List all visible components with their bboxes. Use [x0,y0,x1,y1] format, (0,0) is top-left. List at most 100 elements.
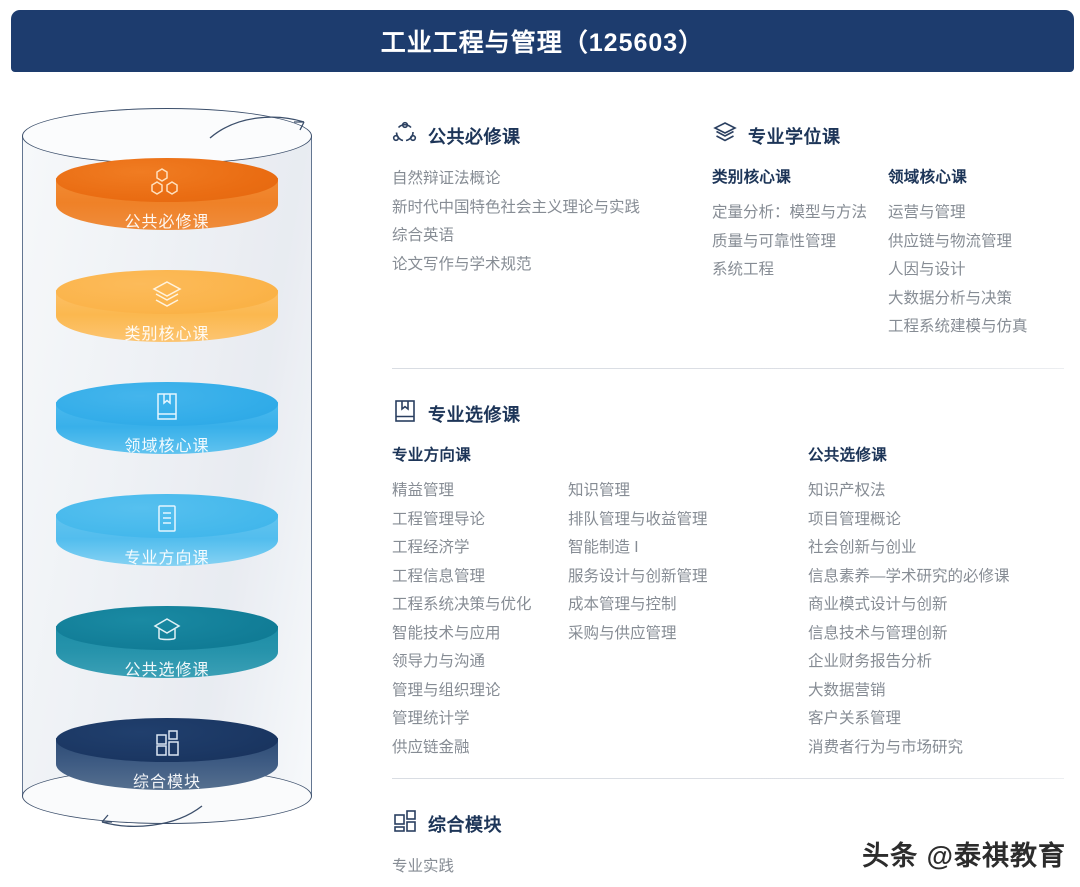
course-item: 供应链金融 [392,738,470,756]
course-item: 综合英语 [392,227,455,244]
section-title: 专业学位课 [748,126,841,147]
section-title: 公共必修课 [428,126,521,147]
course-list: 运营与管理 供应链与物流管理 人因与设计 大数据分析与决策 工程系统建模与仿真 [888,199,1064,342]
course-item: 商业模式设计与创新 [808,596,948,613]
course-item: 消费者行为与市场研究 [808,738,964,756]
honeycomb-icon [56,166,278,205]
section-professional-elective: 专业选修课 专业方向课 精益管理 工程管理导论 工程经济学 工程信息管理 工程系… [392,398,1064,762]
course-item: 客户关系管理 [808,710,902,727]
course-item: 智能制造 I [568,539,639,556]
course-item: 企业财务报告分析 [808,653,933,670]
elective-columns: 专业方向课 精益管理 工程管理导论 工程经济学 工程信息管理 工程系统决策与优化… [392,443,1064,762]
course-item: 工程信息管理 [392,567,486,585]
course-item: 知识管理 [568,482,631,499]
course-item: 定量分析：模型与方法 [712,204,868,221]
group-title: 领域核心课 [888,169,968,186]
course-item: 大数据分析与决策 [888,289,1013,307]
section-comprehensive: 综合模块 专业实践 [392,808,792,882]
section-header: 公共必修课 [392,120,702,151]
cylinder-layer-label: 公共选修课 [124,662,210,679]
course-item: 工程管理导论 [392,510,486,528]
elective-group-public-elective: 公共选修课 知识产权法 项目管理概论 社会创新与创业 信息素养—学术研究的必修课… [808,443,1064,762]
section-header: 专业选修课 [392,398,1064,429]
cylinder-layer-label: 公共必修课 [124,214,210,231]
direction-subcolumns: 精益管理 工程管理导论 工程经济学 工程信息管理 工程系统决策与优化 智能技术与… [392,477,808,762]
course-item: 信息素养—学术研究的必修课 [808,567,1010,585]
course-item: 成本管理与控制 [568,596,677,613]
cylinder-layer-label: 专业方向课 [124,550,210,567]
watermark: 头条 @泰祺教育 [862,841,1066,871]
section-title: 综合模块 [428,814,502,835]
course-item: 新时代中国特色社会主义理论与实践 [392,198,641,216]
course-item: 社会创新与创业 [808,539,917,556]
cylinder-layer-public-elective[interactable]: 公共选修课 [56,606,278,698]
section-professional-degree: 专业学位课 类别核心课 定量分析：模型与方法 质量与可靠性管理 系统工程 领域核… [712,120,1064,342]
section-header: 专业学位课 [712,120,1064,151]
course-item: 质量与可靠性管理 [712,232,837,250]
group-title: 类别核心课 [712,169,792,186]
cylinder-body [22,136,312,796]
grid-icon [56,726,278,765]
course-list: 知识产权法 项目管理概论 社会创新与创业 信息素养—学术研究的必修课 商业模式设… [808,477,1064,762]
section-title: 专业选修课 [428,404,521,425]
course-list: 知识管理 排队管理与收益管理 智能制造 I 服务设计与创新管理 成本管理与控制 … [568,477,798,762]
layers-icon [712,120,738,151]
cylinder-layer-professional-direction[interactable]: 专业方向课 [56,494,278,586]
degree-group-domain-core: 领域核心课 运营与管理 供应链与物流管理 人因与设计 大数据分析与决策 工程系统… [888,165,1064,342]
course-item: 自然辩证法概论 [392,170,501,187]
section-divider [392,778,1064,779]
rotation-arrow-top-icon [209,116,305,139]
course-list: 定量分析：模型与方法 质量与可靠性管理 系统工程 [712,199,888,285]
course-item: 运营与管理 [888,204,966,221]
cylinder-layer-comprehensive[interactable]: 综合模块 [56,718,278,810]
course-item: 服务设计与创新管理 [568,567,708,585]
course-item: 管理与组织理论 [392,681,501,699]
cylinder-diagram: 公共必修课 类别核心课 [8,108,338,827]
course-item: 精益管理 [392,482,455,499]
course-item: 采购与供应管理 [568,624,677,642]
book-bookmark-icon [392,398,418,429]
cylinder-layer-category-core[interactable]: 类别核心课 [56,270,278,362]
course-item: 工程系统建模与仿真 [888,318,1028,335]
elective-group-professional-direction: 专业方向课 精益管理 工程管理导论 工程经济学 工程信息管理 工程系统决策与优化… [392,443,808,762]
course-item: 大数据营销 [808,681,886,699]
group-title: 公共选修课 [808,447,888,464]
course-item: 工程系统决策与优化 [392,596,532,613]
section-public-required: 公共必修课 自然辩证法概论 新时代中国特色社会主义理论与实践 综合英语 论文写作… [392,120,702,279]
course-item: 项目管理概论 [808,510,902,528]
cylinder-layer-label: 领域核心课 [124,438,210,455]
disc-top [56,158,278,202]
course-list: 自然辩证法概论 新时代中国特色社会主义理论与实践 综合英语 论文写作与学术规范 [392,165,702,279]
network-nodes-icon [392,120,418,151]
course-item: 智能技术与应用 [392,624,501,642]
header-banner: 工业工程与管理（125603） [11,10,1074,72]
cylinder-layer-domain-core[interactable]: 领域核心课 [56,382,278,474]
course-item: 信息技术与管理创新 [808,624,948,642]
section-divider [392,368,1064,369]
cylinder-layer-public-required[interactable]: 公共必修课 [56,158,278,250]
cylinder-layer-label: 类别核心课 [124,326,210,343]
page-title: 工业工程与管理（125603） [380,29,705,57]
course-list: 专业实践 [392,853,792,882]
course-item: 管理统计学 [392,710,470,727]
degree-group-category-core: 类别核心课 定量分析：模型与方法 质量与可靠性管理 系统工程 [712,165,888,342]
degree-columns: 类别核心课 定量分析：模型与方法 质量与可靠性管理 系统工程 领域核心课 运营与… [712,165,1064,342]
document-icon [56,502,278,541]
grid-icon [392,808,418,839]
course-item: 供应链与物流管理 [888,232,1013,250]
course-list: 精益管理 工程管理导论 工程经济学 工程信息管理 工程系统决策与优化 智能技术与… [392,477,568,762]
course-item: 知识产权法 [808,482,886,499]
course-item: 排队管理与收益管理 [568,510,708,528]
graduation-cap-icon [56,614,278,653]
course-item: 工程经济学 [392,539,470,556]
course-item: 系统工程 [712,261,775,278]
course-item: 专业实践 [392,858,455,875]
layers-icon [56,278,278,317]
curriculum-content: 公共必修课 自然辩证法概论 新时代中国特色社会主义理论与实践 综合英语 论文写作… [392,110,1064,880]
book-icon [56,390,278,429]
group-title: 专业方向课 [392,447,472,464]
course-item: 领导力与沟通 [392,653,486,670]
rotation-arrow-bottom-icon [101,805,203,827]
section-header: 综合模块 [392,808,792,839]
disc-top [56,606,278,650]
